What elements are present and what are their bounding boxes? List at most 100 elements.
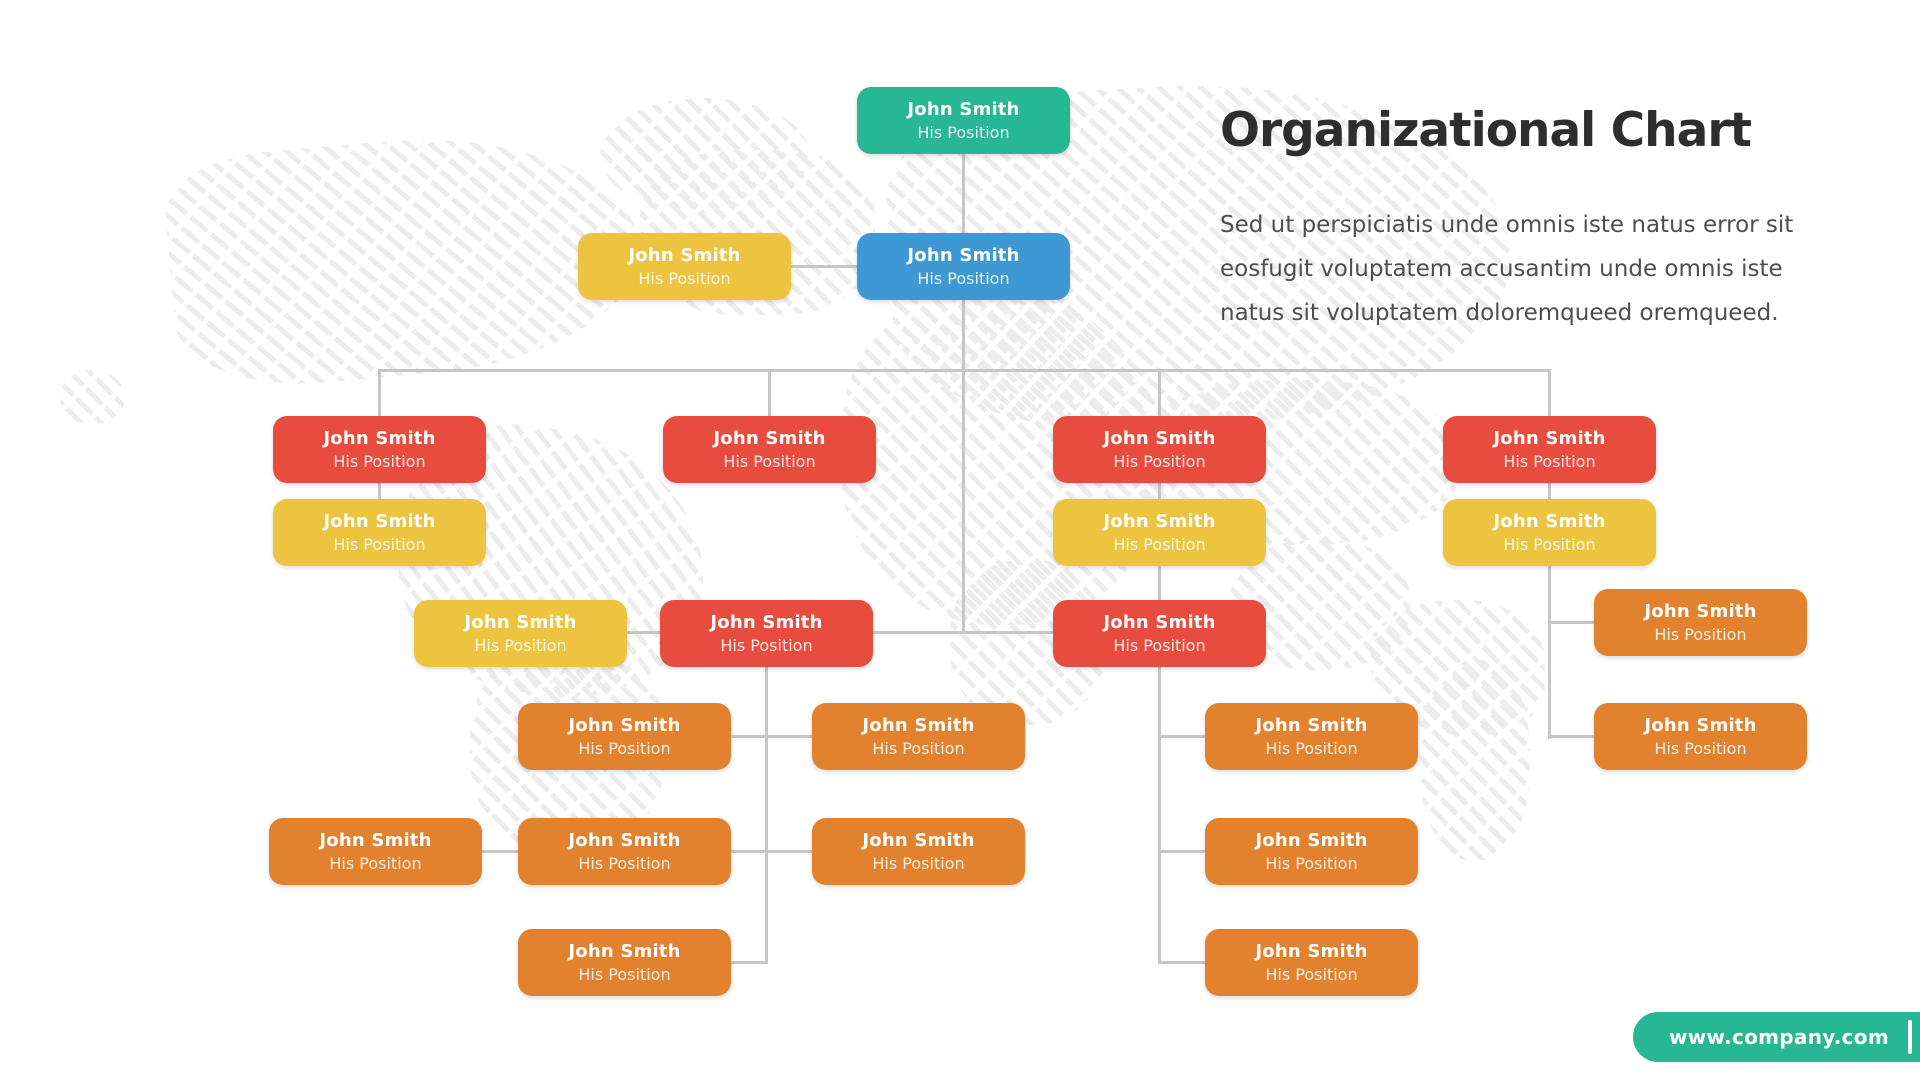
node-position-label: His Position: [720, 636, 813, 655]
node-name-label: John Smith: [1493, 511, 1606, 532]
map-region: [160, 119, 650, 396]
node-name-label: John Smith: [1255, 715, 1368, 736]
node-name-label: John Smith: [1103, 612, 1216, 633]
map-region: [600, 98, 810, 213]
connector-line: [378, 483, 381, 499]
node-name-label: John Smith: [1255, 830, 1368, 851]
node-name-label: John Smith: [710, 612, 823, 633]
node-position-label: His Position: [578, 854, 671, 873]
node-name-label: John Smith: [1255, 941, 1368, 962]
connector-line: [962, 154, 965, 234]
node-name-label: John Smith: [1103, 428, 1216, 449]
node-position-label: His Position: [329, 854, 422, 873]
connector-line: [1158, 961, 1205, 964]
node-position-label: His Position: [1654, 739, 1747, 758]
connector-line: [1548, 369, 1551, 416]
connector-line: [1158, 667, 1161, 964]
node-name-label: John Smith: [568, 830, 681, 851]
connector-line: [378, 369, 381, 416]
map-region: [60, 370, 125, 425]
connector-line: [962, 300, 965, 634]
connector-line: [731, 735, 812, 738]
website-link[interactable]: www.company.com: [1633, 1012, 1920, 1062]
connector-line: [1158, 850, 1205, 853]
node-position-label: His Position: [1113, 535, 1206, 554]
node-position-label: His Position: [1503, 535, 1596, 554]
node-name-label: John Smith: [319, 830, 432, 851]
connector-line: [765, 667, 768, 964]
node-name-label: John Smith: [464, 612, 577, 633]
node-position-label: His Position: [872, 739, 965, 758]
node-name-label: John Smith: [323, 428, 436, 449]
node-position-label: His Position: [333, 452, 426, 471]
node-position-label: His Position: [1113, 636, 1206, 655]
node-name-label: John Smith: [1103, 511, 1216, 532]
node-position-label: His Position: [723, 452, 816, 471]
node-position-label: His Position: [578, 965, 671, 984]
connector-line: [1158, 735, 1205, 738]
connector-line: [731, 961, 765, 964]
node-position-label: His Position: [1265, 739, 1358, 758]
node-name-label: John Smith: [907, 99, 1020, 120]
connector-line: [731, 850, 812, 853]
node-position-label: His Position: [333, 535, 426, 554]
node-position-label: His Position: [578, 739, 671, 758]
node-position-label: His Position: [1113, 452, 1206, 471]
page-title: Organizational Chart: [1220, 103, 1752, 159]
connector-line: [378, 369, 1551, 372]
connector-line: [1548, 483, 1551, 499]
connector-line: [791, 265, 857, 268]
node-position-label: His Position: [872, 854, 965, 873]
connector-line: [1158, 483, 1161, 499]
node-position-label: His Position: [638, 269, 731, 288]
connector-line: [1548, 566, 1551, 739]
node-position-label: His Position: [1265, 854, 1358, 873]
node-name-label: John Smith: [1644, 715, 1757, 736]
node-name-label: John Smith: [568, 941, 681, 962]
node-position-label: His Position: [917, 269, 1010, 288]
pill-separator: [1908, 1020, 1912, 1054]
connector-line: [1548, 735, 1594, 738]
connector-line: [627, 631, 660, 634]
connector-line: [482, 850, 518, 853]
node-name-label: John Smith: [713, 428, 826, 449]
website-label: www.company.com: [1669, 1025, 1889, 1049]
node-position-label: His Position: [917, 123, 1010, 142]
node-position-label: His Position: [1265, 965, 1358, 984]
connector-line: [1548, 621, 1594, 624]
node-position-label: His Position: [1654, 625, 1747, 644]
connector-line: [1158, 369, 1161, 416]
connector-line: [1158, 566, 1161, 600]
node-name-label: John Smith: [1493, 428, 1606, 449]
node-name-label: John Smith: [907, 245, 1020, 266]
node-position-label: His Position: [474, 636, 567, 655]
node-name-label: John Smith: [862, 715, 975, 736]
node-name-label: John Smith: [1644, 601, 1757, 622]
node-name-label: John Smith: [628, 245, 741, 266]
connector-line: [873, 631, 1053, 634]
